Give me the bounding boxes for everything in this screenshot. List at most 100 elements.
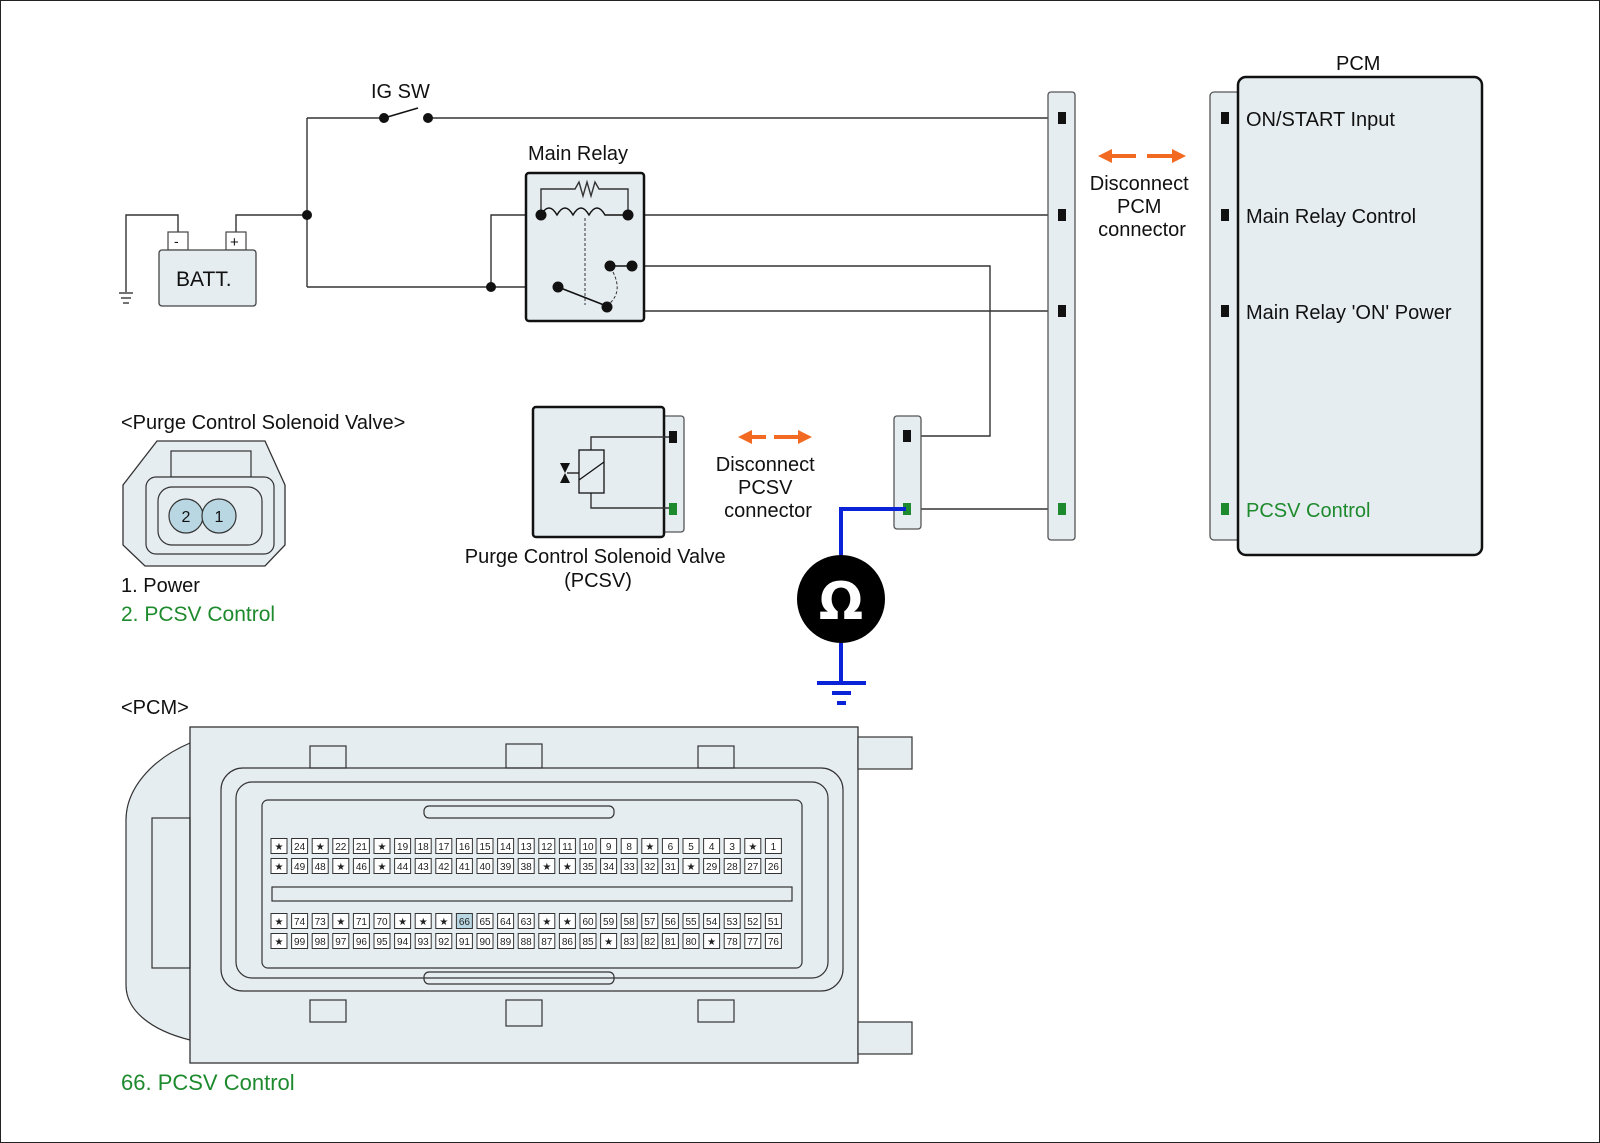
pcm-pin-92	[435, 933, 453, 949]
pcm-pin-label: 59	[603, 917, 615, 928]
ohmmeter-icon	[797, 555, 885, 643]
pcm-pin-unused	[435, 913, 453, 929]
pcm-pin-label: 44	[397, 862, 409, 873]
pcm-pin-unused	[373, 858, 391, 874]
valve-icon	[560, 463, 570, 483]
pcsv-pin-1: 1	[215, 509, 224, 526]
pcm-pin-89	[497, 933, 515, 949]
pcm-pin-12	[538, 838, 556, 854]
pcm-pin-label: 53	[727, 917, 739, 928]
pcm-pin-label: 88	[521, 937, 533, 948]
pcm-pin-label: 78	[727, 937, 739, 948]
pcm-pin-88	[517, 933, 535, 949]
pcm-pin-label: 71	[356, 917, 368, 928]
pcm-pin-label: 13	[521, 842, 533, 853]
pcm-pin-35	[579, 858, 597, 874]
pcm-pin-unused	[744, 838, 762, 854]
pcm-pin-43	[414, 858, 432, 874]
pcsv-component-label: Purge Control Solenoid Valve (PCSV)	[465, 546, 731, 592]
pcm-pin-label: ★	[563, 862, 572, 873]
pcm-pin-15	[476, 838, 494, 854]
pcm-pin-label: ★	[336, 862, 345, 873]
pcm-pin-82	[641, 933, 659, 949]
pcm-pin-19	[394, 838, 412, 854]
pcm-pin-41	[455, 858, 473, 874]
pcm-pin-unused	[373, 838, 391, 854]
pcm-pin-29	[703, 858, 721, 874]
pcsv-legend-power: 1. Power	[121, 575, 200, 597]
pcm-pin-53	[723, 913, 741, 929]
pcm-pin-40	[476, 858, 494, 874]
pcm-pin-label: 95	[376, 937, 388, 948]
pcm-pin-label: 18	[418, 842, 430, 853]
pcm-pin-5	[682, 838, 700, 854]
pcm-pin-main-relay-on-power: Main Relay 'ON' Power	[1246, 302, 1452, 324]
pcm-pin-label: 19	[397, 842, 409, 853]
pcm-pin-77	[744, 933, 762, 949]
pcsv-legend-pcsv-control: 2. PCSV Control	[121, 603, 275, 626]
pcm-pin-label: 12	[541, 842, 553, 853]
pcm-pin-label: ★	[687, 862, 696, 873]
pcm-pin-60	[579, 913, 597, 929]
pcm-pin-59	[600, 913, 618, 929]
pcm-pin-label: 26	[768, 862, 780, 873]
disconnect-pcm-arrows-icon	[1098, 149, 1186, 163]
pcm-pin-97	[332, 933, 350, 949]
pcm-pin-66	[455, 913, 473, 929]
pcm-pin-52	[744, 913, 762, 929]
pcm-pin-label: 96	[356, 937, 368, 948]
pcm-pin-label: 60	[582, 917, 594, 928]
pcm-pin-label: 87	[541, 937, 553, 948]
pcm-pin-label: 97	[335, 937, 347, 948]
pcm-connector-face	[125, 726, 913, 1064]
pcm-pin-label: 10	[582, 842, 594, 853]
pcm-pin-unused	[311, 838, 329, 854]
pcm-pin-label: 46	[356, 862, 368, 873]
pcm-pin-label: 48	[315, 862, 327, 873]
pcm-pin-label: 90	[479, 937, 491, 948]
pcm-pin-85	[579, 933, 597, 949]
pcm-pin-51	[764, 913, 782, 929]
pcm-pin-label: ★	[336, 917, 345, 928]
disconnect-pcsv-label: Disconnect PCSV connector	[716, 454, 821, 522]
pcm-pin-label: 76	[768, 937, 780, 948]
battery: - + BATT.	[158, 231, 257, 307]
ohm-symbol: Ω	[819, 572, 863, 632]
pcm-pin-label: 57	[644, 917, 656, 928]
pcm-pin-4	[703, 838, 721, 854]
pcm-pin-label: 15	[479, 842, 491, 853]
pcm-pin-label: 82	[644, 937, 656, 948]
pcm-harness-connector	[1047, 91, 1076, 541]
pcm-pin-label: 39	[500, 862, 512, 873]
pcm-pin-label: 92	[438, 937, 450, 948]
pcm-pin-unused	[641, 838, 659, 854]
pcm-pin-unused	[538, 858, 556, 874]
pcm-pin-label: 65	[479, 917, 491, 928]
pcm-pin-44	[394, 858, 412, 874]
pcsv-pin-2: 2	[182, 509, 191, 526]
pcm-pin-label: 21	[356, 842, 368, 853]
pcm-pin-label: 85	[582, 937, 594, 948]
pcm-pin-unused	[270, 838, 288, 854]
pcm-pin-label: 3	[729, 842, 735, 853]
pcm-pin-46	[352, 858, 370, 874]
disconnect-pcsv-arrows-icon	[738, 430, 812, 444]
pcm-pin-label: 52	[747, 917, 759, 928]
pcm-pin-9	[600, 838, 618, 854]
pcm-pin-label: ★	[604, 937, 613, 948]
pcm-pin-93	[414, 933, 432, 949]
pcm-pin-label: 86	[562, 937, 574, 948]
pcm-pin-95	[373, 933, 391, 949]
pcm-pin-14	[497, 838, 515, 854]
pcm-pin-99	[291, 933, 309, 949]
pcm-pin-label: 1	[771, 842, 777, 853]
pcm-title: PCM	[1336, 53, 1380, 75]
battery-positive-label: +	[230, 234, 239, 251]
pcm-pin-label: 32	[644, 862, 656, 873]
pcm-pin-10	[579, 838, 597, 854]
pcm-pin-label: 11	[562, 842, 573, 853]
pcm-pin-label: ★	[378, 862, 387, 873]
pcm-module	[1209, 75, 1484, 557]
pcm-pin-38	[517, 858, 535, 874]
pcm-pin-54	[703, 913, 721, 929]
